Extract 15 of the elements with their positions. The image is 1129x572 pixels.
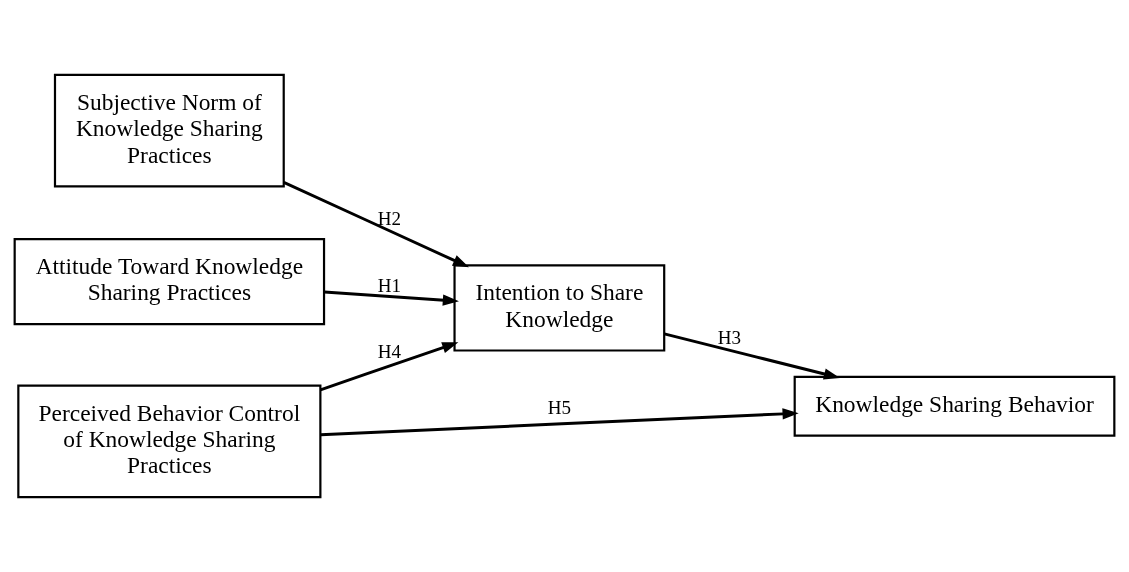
arrow (320, 408, 799, 437)
edge-label: H2 (377, 208, 401, 230)
arrow (324, 290, 459, 306)
node-box: Attitude Toward Knowledge Sharing Practices (13, 238, 326, 326)
node-box: Knowledge Sharing Behavior (793, 375, 1116, 437)
arrow (664, 332, 840, 380)
edge-label: H5 (547, 397, 572, 419)
arrow (320, 342, 459, 392)
node-box: Perceived Behavior Control of Knowledge Sharing Practices (17, 384, 322, 499)
node-box: Intention to Share Knowledge (453, 264, 666, 352)
node-box: Subjective Norm of Knowledge Sharing Practices (53, 73, 285, 188)
edge-label: H1 (377, 275, 401, 297)
edge-label: H4 (377, 341, 401, 363)
edge-label: H3 (717, 326, 742, 348)
arrow (283, 181, 469, 268)
